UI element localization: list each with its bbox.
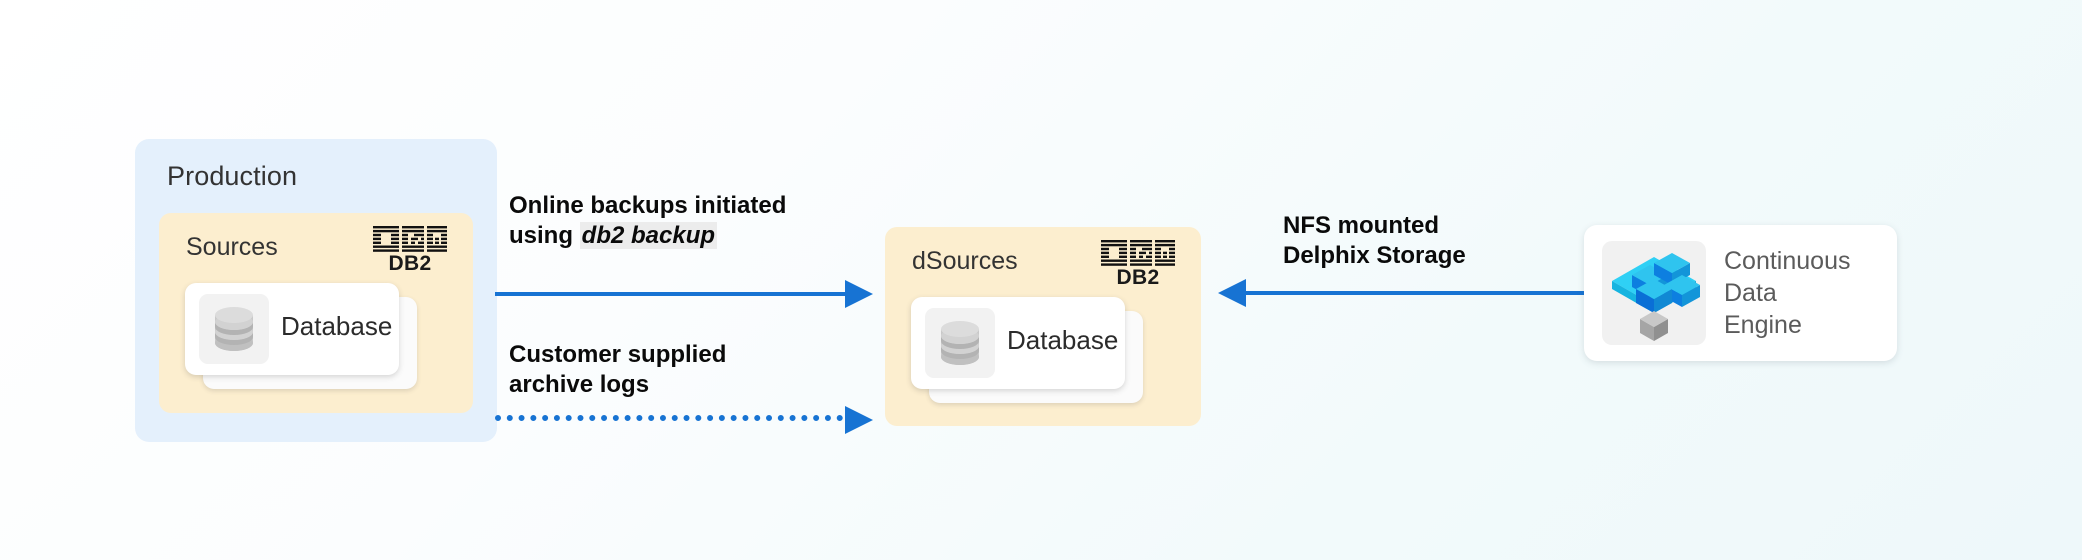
database-cylinder-icon — [215, 307, 253, 351]
production-title: Production — [167, 161, 298, 191]
production-container: Production Sources — [135, 139, 497, 442]
ibm-logo-icon — [1101, 240, 1175, 266]
database-icon-tile — [199, 294, 269, 364]
arrow-head-left-icon — [1218, 279, 1246, 307]
continuous-data-engine-icon-tile — [1602, 241, 1706, 345]
database-icon-tile — [925, 308, 995, 378]
arrow-shaft — [1244, 291, 1588, 295]
online-backups-label: Online backups initiated using db2 backu… — [509, 191, 786, 251]
engine-label-line2: Data — [1724, 279, 1777, 307]
archive-logs-label-line2: archive logs — [509, 371, 650, 398]
engine-label-line3: Engine — [1724, 311, 1802, 339]
database-cylinder-icon — [941, 321, 979, 365]
db2-product-label: DB2 — [388, 252, 432, 275]
dsources-panel: dSources — [885, 227, 1201, 426]
nfs-mount-label: NFS mounted Delphix Storage — [1283, 211, 1466, 271]
archive-logs-label: Customer supplied archive logs — [509, 340, 726, 400]
ibm-db2-logo: DB2 — [369, 226, 451, 275]
arrow-shaft — [495, 292, 847, 296]
sources-panel: Sources — [159, 213, 473, 413]
database-card-stack: Database — [911, 297, 1143, 407]
arrow-head-right-icon — [845, 280, 873, 308]
database-card[interactable]: Database — [185, 283, 399, 375]
ibm-logo-icon — [373, 226, 447, 252]
continuous-data-engine-card[interactable]: Continuous Data Engine — [1584, 225, 1897, 361]
continuous-data-engine-label: Continuous Data Engine — [1724, 245, 1850, 341]
nfs-mount-label-line2: Delphix Storage — [1283, 242, 1466, 269]
database-card[interactable]: Database — [911, 297, 1125, 389]
database-card-label: Database — [281, 311, 393, 341]
dsources-title: dSources — [912, 247, 1018, 275]
online-backups-label-line1: Online backups initiated — [509, 192, 787, 219]
online-backups-label-line2: using db2 backup — [509, 221, 786, 251]
engine-label-line1: Continuous — [1724, 247, 1851, 275]
arrow-head-right-icon — [845, 406, 873, 434]
ibm-db2-logo-dsources: DB2 — [1097, 240, 1179, 289]
db2-product-label: DB2 — [1116, 266, 1160, 289]
online-backups-label-line2-prefix: using — [509, 222, 580, 249]
database-card-stack: Database — [185, 283, 417, 393]
db2-backup-command: db2 backup — [579, 222, 718, 249]
nfs-mount-label-line1: NFS mounted — [1283, 212, 1439, 239]
arrow-shaft-dotted — [495, 415, 843, 421]
sources-title: Sources — [186, 233, 278, 261]
database-card-label: Database — [1007, 325, 1119, 355]
archive-logs-label-line1: Customer supplied — [509, 341, 727, 368]
continuous-data-engine-cubes-icon — [1612, 253, 1700, 341]
